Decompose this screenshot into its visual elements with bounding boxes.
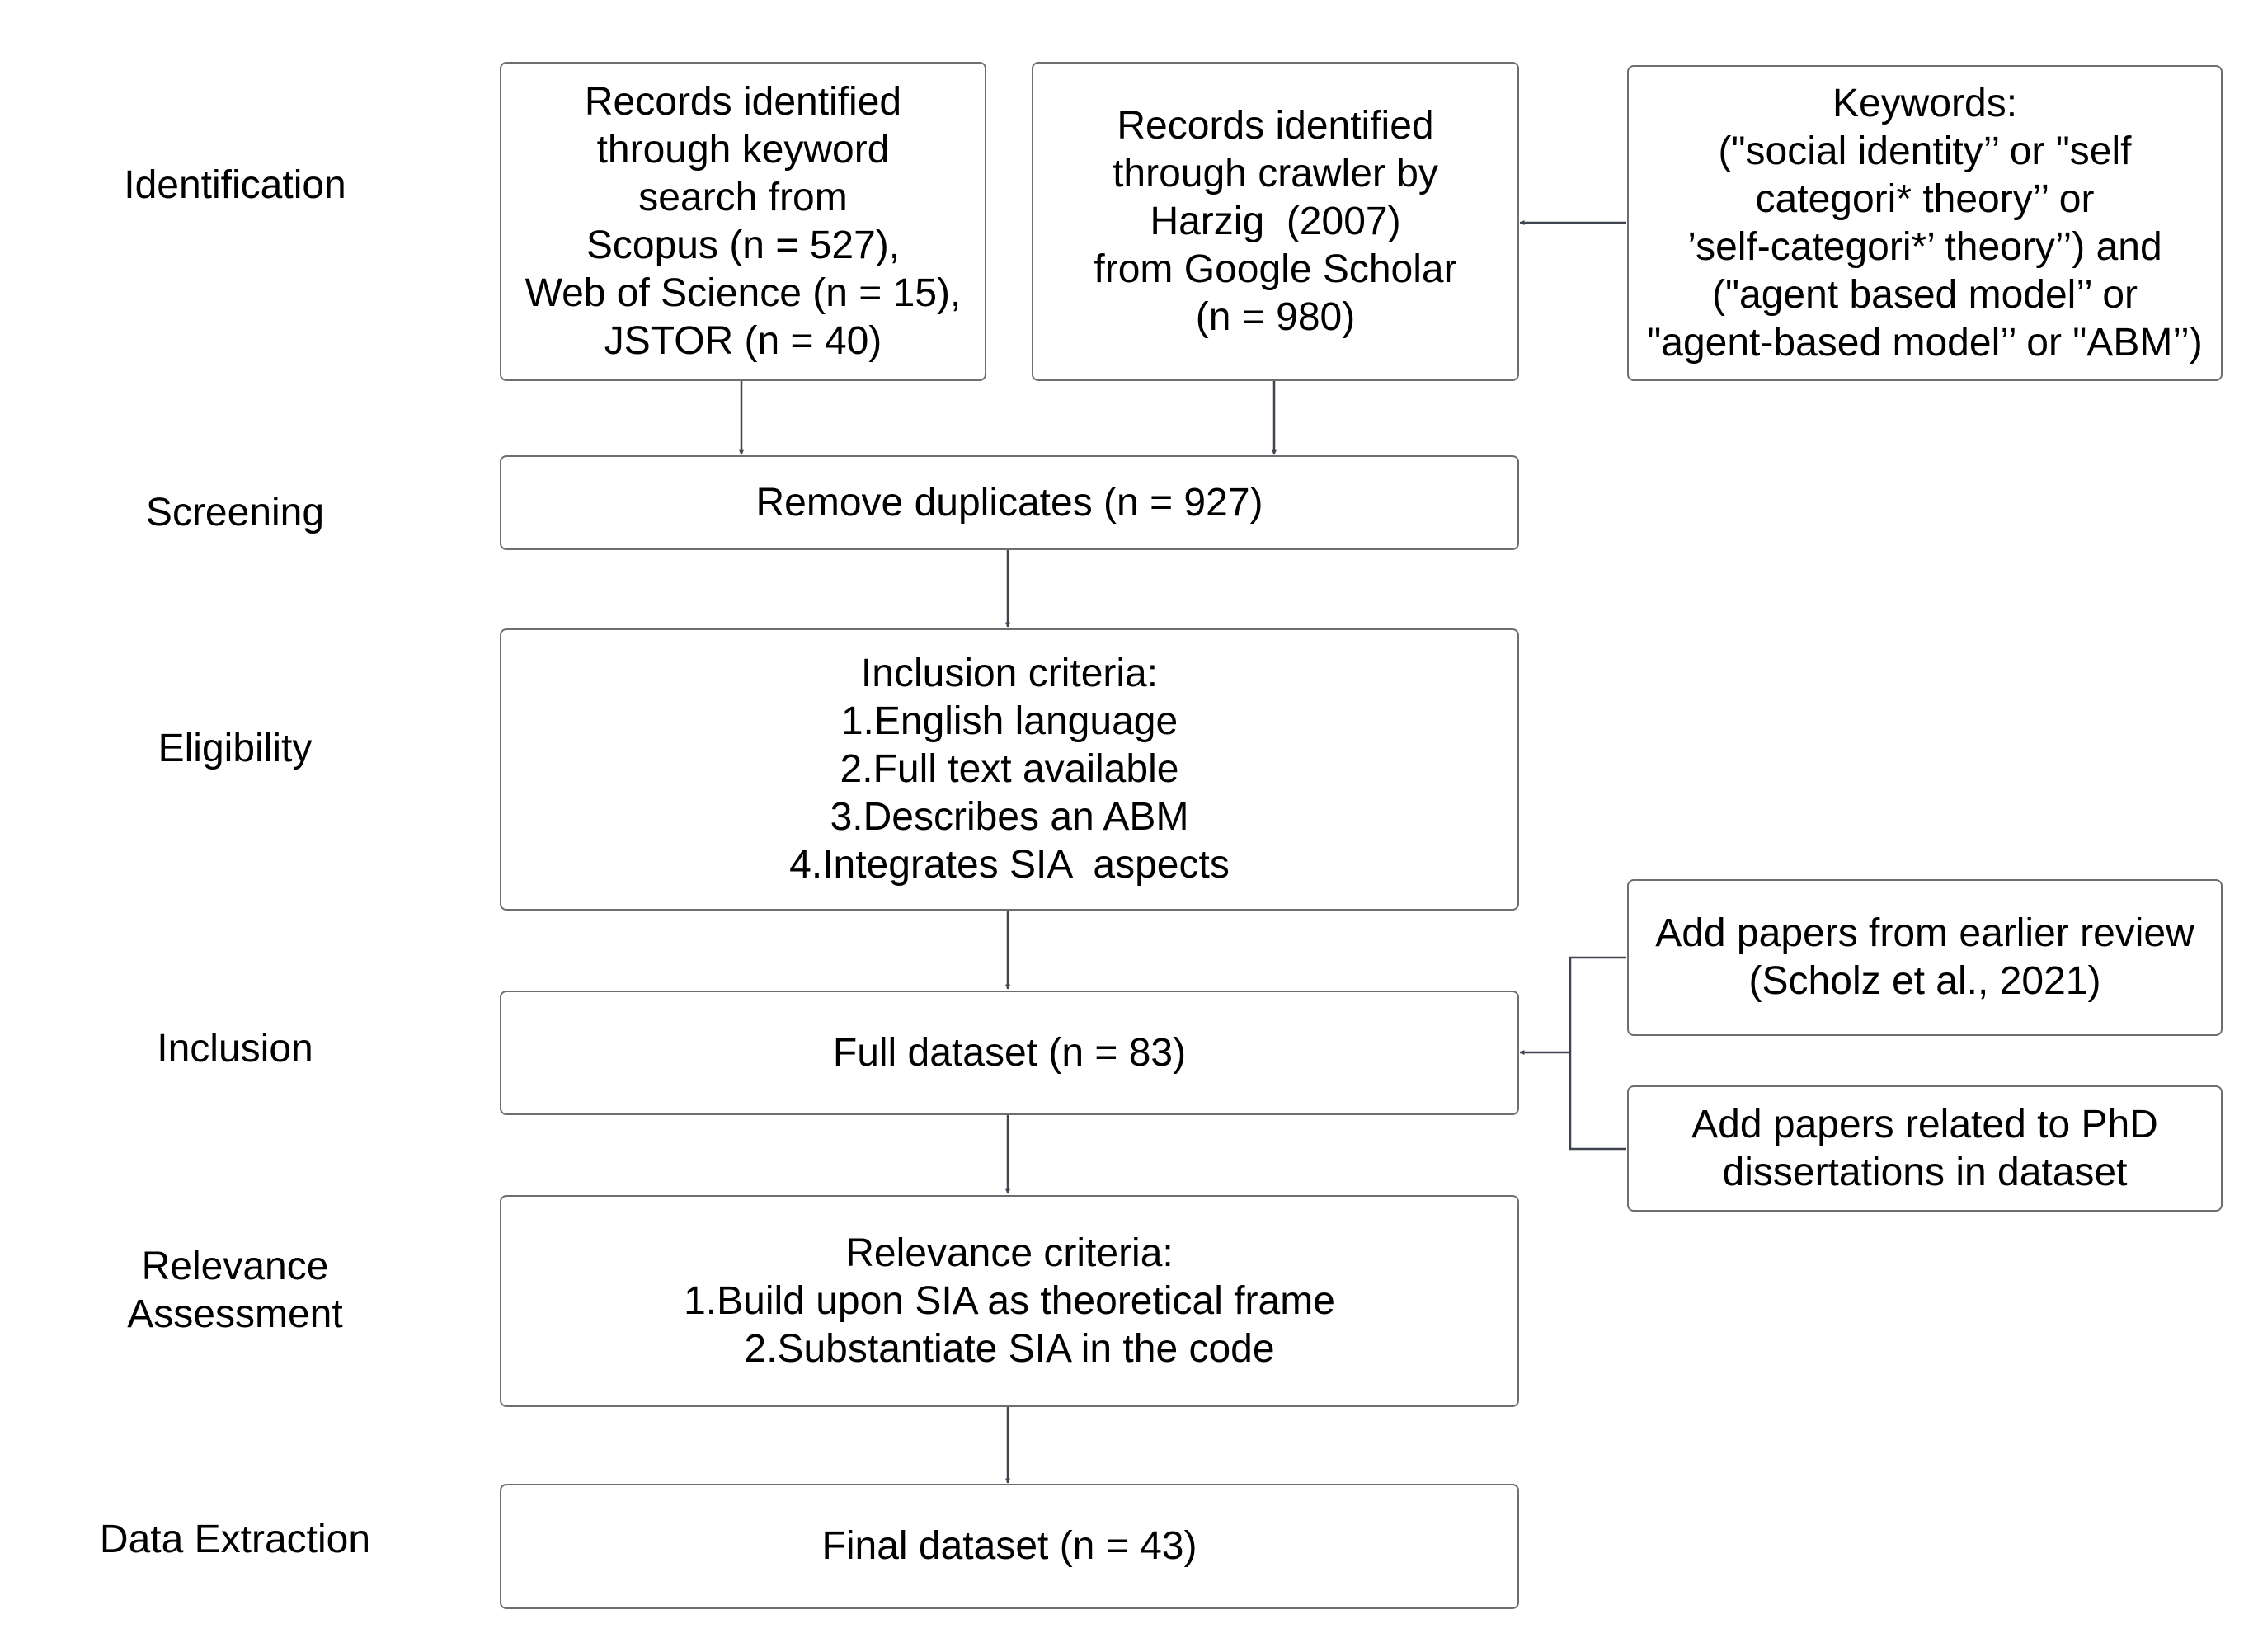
stage-screening: Screening [25, 480, 445, 546]
text-line: Assessment [127, 1292, 343, 1336]
text-line: Screening [145, 491, 325, 534]
text-line: Full dataset (n = 83) [832, 1030, 1187, 1075]
text-line: Final dataset (n = 43) [821, 1524, 1197, 1568]
text-line: 2.Full text available [840, 747, 1179, 791]
text-line: through keyword [596, 127, 890, 172]
text-line: JSTOR (n = 40) [604, 318, 882, 363]
stage-identification: Identification [25, 153, 445, 219]
text-line: 4.Integrates SIA aspects [789, 843, 1230, 887]
text-line: Remove duplicates (n = 927) [755, 480, 1263, 525]
text-line: 3.Describes an ABM [830, 795, 1189, 839]
text-line: Data Extraction [99, 1518, 371, 1561]
box-full-dataset: Full dataset (n = 83) [500, 991, 1519, 1115]
text-line: Inclusion [157, 1027, 313, 1071]
text-line: 1.English language [840, 699, 1178, 743]
text-line: search from [638, 175, 848, 219]
text-line: Harzig (2007) [1150, 199, 1401, 243]
text-line: from Google Scholar [1094, 247, 1457, 291]
text-line: Add papers related to PhD [1691, 1102, 2158, 1146]
box-earlier-review-papers: Add papers from earlier review(Scholz et… [1627, 879, 2223, 1036]
text-line: Relevance criteria: [845, 1231, 1174, 1275]
text-line: 1.Build upon SIA as theoretical frame [684, 1278, 1335, 1323]
text-line: 2.Substantiate SIA in the code [744, 1326, 1275, 1371]
text-line: categori* theory’’ or [1755, 176, 2095, 221]
text-line: Web of Science (n = 15), [525, 271, 962, 315]
text-line: "agent-based model’’ or "ABM’’) [1647, 320, 2203, 365]
text-line: Identification [124, 163, 346, 207]
text-line: Add papers from earlier review [1655, 911, 2194, 955]
text-line: Keywords: [1832, 81, 2018, 125]
text-line: ("agent based model’’ or [1711, 272, 2138, 317]
text-line: Records identified [1117, 103, 1434, 148]
text-line: Scopus (n = 527), [586, 223, 901, 267]
text-line: ("social identity’’ or "self [1718, 129, 2132, 173]
text-line: Records identified [584, 79, 902, 124]
box-remove-duplicates: Remove duplicates (n = 927) [500, 455, 1519, 550]
text-line: through crawler by [1113, 151, 1438, 195]
bracket-additional-papers [1569, 956, 1626, 1151]
text-line: Eligibility [158, 727, 313, 770]
text-line: Inclusion criteria: [860, 652, 1159, 695]
text-line: ’self-categori*’ theory’’) and [1687, 224, 2162, 269]
box-final-dataset: Final dataset (n = 43) [500, 1484, 1519, 1609]
text-line: dissertations in dataset [1722, 1150, 2128, 1194]
text-line: (Scholz et al., 2021) [1748, 959, 2101, 1003]
stage-eligibility: Eligibility [25, 716, 445, 782]
stage-data-extraction: Data Extraction [25, 1507, 445, 1573]
text-line: Relevance [141, 1245, 329, 1288]
box-relevance-criteria: Relevance criteria:1.Build upon SIA as t… [500, 1195, 1519, 1407]
stage-inclusion: Inclusion [25, 1016, 445, 1082]
text-line: (n = 980) [1195, 294, 1356, 339]
